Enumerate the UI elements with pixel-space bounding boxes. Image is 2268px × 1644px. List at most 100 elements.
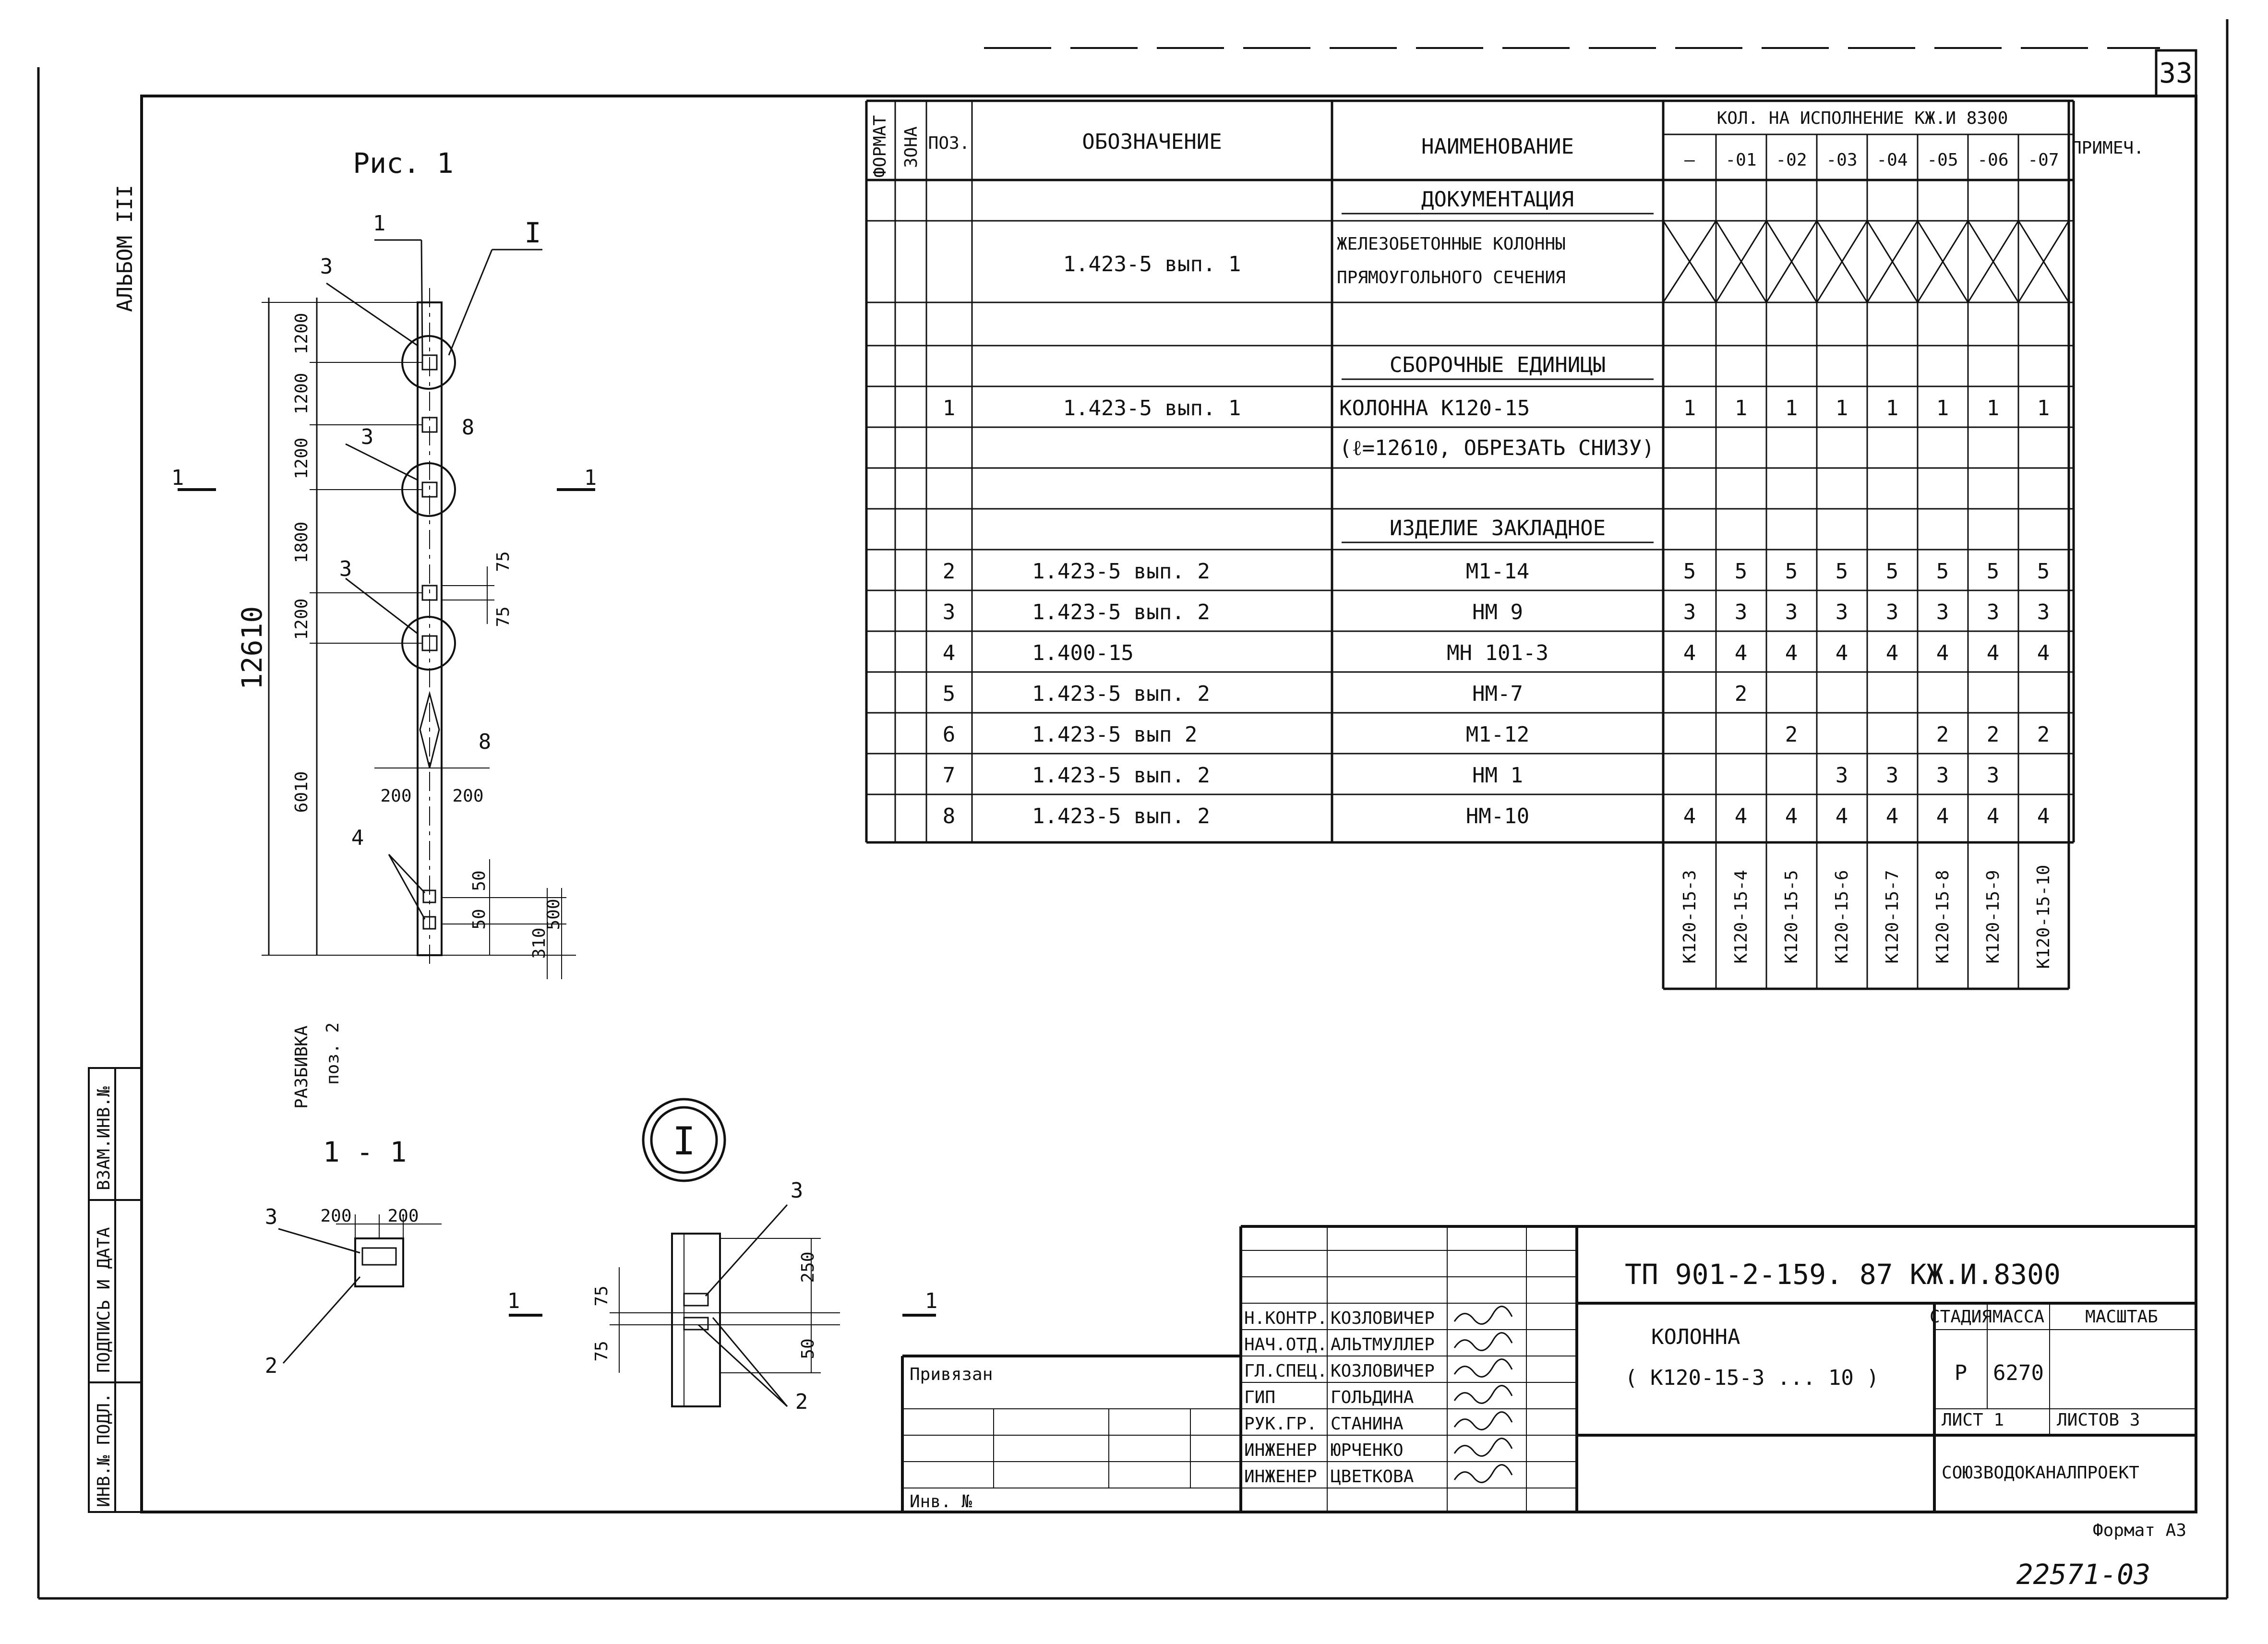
spec-table: [865, 99, 2075, 990]
signature-name: КОЗЛОВИЧЕР: [1331, 1361, 1435, 1381]
row-name: М1-14: [1466, 559, 1529, 584]
sheet-number: 33: [2159, 57, 2193, 89]
drawing-code: ТП 901-2-159. 87 КЖ.И.8300: [1625, 1258, 2061, 1291]
signature-role: РУК.ГР.: [1244, 1414, 1317, 1434]
row-name: НМ-10: [1466, 804, 1529, 828]
svg-text:1: 1: [1886, 396, 1899, 420]
svg-text:1200: 1200: [292, 373, 312, 415]
row-qty: 5: [1735, 559, 1748, 584]
svg-text:500: 500: [544, 899, 564, 930]
row-qty: 4: [1836, 804, 1848, 828]
title-block: [901, 1225, 2196, 1512]
row-pos: 6: [943, 722, 956, 747]
row-qty: 3: [1683, 600, 1696, 624]
variant-mark: К120-15-7: [1883, 870, 1902, 963]
section-documentation: ДОКУМЕНТАЦИЯ: [1421, 187, 1574, 212]
side-stamp-1: ВЗАМ.ИНВ.№: [94, 1086, 114, 1190]
row-qty: 3: [1735, 600, 1748, 624]
svg-text:50: 50: [469, 870, 489, 891]
svg-text:50: 50: [469, 909, 489, 929]
svg-text:-06: -06: [1977, 150, 2008, 170]
signature-scribble: [1453, 1464, 1513, 1483]
row-qty: 4: [2037, 804, 2050, 828]
row-name: МН 101-3: [1447, 641, 1548, 665]
doc-name-line2: ПРЯМОУГОЛЬНОГО СЕЧЕНИЯ: [1337, 268, 1566, 288]
svg-text:200: 200: [320, 1206, 351, 1226]
row-designation: 1.423-5 вып. 2: [1032, 763, 1210, 788]
row-pos: 5: [943, 682, 956, 706]
row-qty: 2: [2037, 722, 2050, 747]
row-designation: 1.423-5 вып. 2: [1032, 804, 1210, 828]
svg-text:200: 200: [452, 786, 483, 806]
hdr-note: ПРИМЕЧ.: [2071, 138, 2144, 158]
svg-text:-04: -04: [1876, 150, 1908, 170]
row-qty: 4: [1785, 804, 1798, 828]
row-qty: 5: [1886, 559, 1899, 584]
row-qty: 5: [1785, 559, 1798, 584]
hdr-qty-group: КОЛ. НА ИСПОЛНЕНИЕ КЖ.И 8300: [1717, 108, 2008, 128]
row-qty: 5: [1936, 559, 1949, 584]
variant-headers: — -01 -02 -03 -04 -05 -06 -07: [1684, 150, 2059, 170]
row-qty: 4: [1735, 804, 1748, 828]
row-qty: 4: [1987, 804, 2000, 828]
svg-text:75: 75: [592, 1285, 612, 1306]
signature-role: Н.КОНТР.: [1244, 1308, 1327, 1328]
row-designation: 1.423-5 вып. 2: [1032, 600, 1210, 624]
signature-role: ИНЖЕНЕР: [1244, 1467, 1317, 1487]
archive-number: 22571-03: [2016, 1558, 2150, 1591]
section-assembly: СБОРОЧНЫЕ ЕДИНИЦЫ: [1390, 353, 1606, 377]
side-stamp-2: ПОДПИСЬ И ДАТА: [94, 1227, 114, 1373]
variant-mark: К120-15-6: [1832, 870, 1852, 963]
signatures: Н.КОНТР.КОЗЛОВИЧЕРНАЧ.ОТД.АЛЬТМУЛЛЕРГЛ.С…: [1244, 1306, 1513, 1487]
sheet-label: ЛИСТ 1: [1942, 1410, 2004, 1430]
svg-text:1: 1: [925, 1289, 938, 1313]
svg-text:1: 1: [1785, 396, 1798, 420]
row-qty: 2: [1987, 722, 2000, 747]
svg-text:6010: 6010: [292, 771, 312, 813]
row-qty: 3: [1886, 600, 1899, 624]
bound-label: Привязан: [910, 1365, 993, 1384]
signature-name: ЮРЧЕНКО: [1331, 1440, 1404, 1460]
row-qty: 2: [1936, 722, 1949, 747]
row-qty: 4: [1936, 804, 1949, 828]
row-qty: 4: [1735, 641, 1748, 665]
row-qty: 5: [1987, 559, 2000, 584]
svg-text:2: 2: [265, 1354, 278, 1378]
svg-text:поз. 2: поз. 2: [323, 1022, 343, 1085]
svg-text:1200: 1200: [292, 438, 312, 480]
svg-text:-03: -03: [1826, 150, 1857, 170]
hdr-pos: ПОЗ.: [928, 133, 970, 153]
svg-text:1: 1: [507, 1289, 520, 1313]
variant-mark: К120-15-8: [1933, 870, 1953, 963]
doc-name-line1: ЖЕЛЕЗОБЕТОННЫЕ КОЛОННЫ: [1337, 234, 1566, 254]
signature-name: КОЗЛОВИЧЕР: [1331, 1308, 1435, 1328]
column-drawing: [178, 239, 595, 979]
row-qty: 3: [1836, 600, 1848, 624]
svg-text:1: 1: [2037, 396, 2050, 420]
assembly-note: (ℓ=12610, ОБРЕЗАТЬ СНИЗУ): [1339, 436, 1655, 460]
variant-mark: К120-15-9: [1983, 870, 2003, 963]
figure-label: Рис. 1: [353, 147, 454, 180]
svg-text:1200: 1200: [292, 599, 312, 640]
svg-text:I: I: [525, 216, 541, 249]
row-qty: 4: [1836, 641, 1848, 665]
hdr-zone: ЗОНА: [901, 126, 921, 168]
signature-name: ГОЛЬДИНА: [1331, 1388, 1414, 1407]
row-qty: 3: [1987, 600, 2000, 624]
row-qty: 4: [1886, 804, 1899, 828]
scale-label: МАСШТАБ: [2085, 1307, 2158, 1327]
row-qty: 5: [1836, 559, 1848, 584]
row-qty: 4: [1936, 641, 1949, 665]
signature-scribble: [1453, 1332, 1513, 1351]
row-qty: 5: [1683, 559, 1696, 584]
row-pos: 4: [943, 641, 956, 665]
svg-text:3: 3: [320, 254, 333, 279]
svg-text:4: 4: [351, 826, 364, 850]
stage-value: Р: [1955, 1361, 1968, 1385]
row-name: НМ 9: [1472, 600, 1523, 624]
row-qty: 3: [1785, 600, 1798, 624]
variant-mark: К120-15-4: [1731, 870, 1751, 963]
svg-text:3: 3: [361, 425, 374, 449]
detail-I: I 75 75 250 50 3 2 1 1: [507, 1098, 938, 1414]
svg-text:2: 2: [795, 1390, 808, 1414]
